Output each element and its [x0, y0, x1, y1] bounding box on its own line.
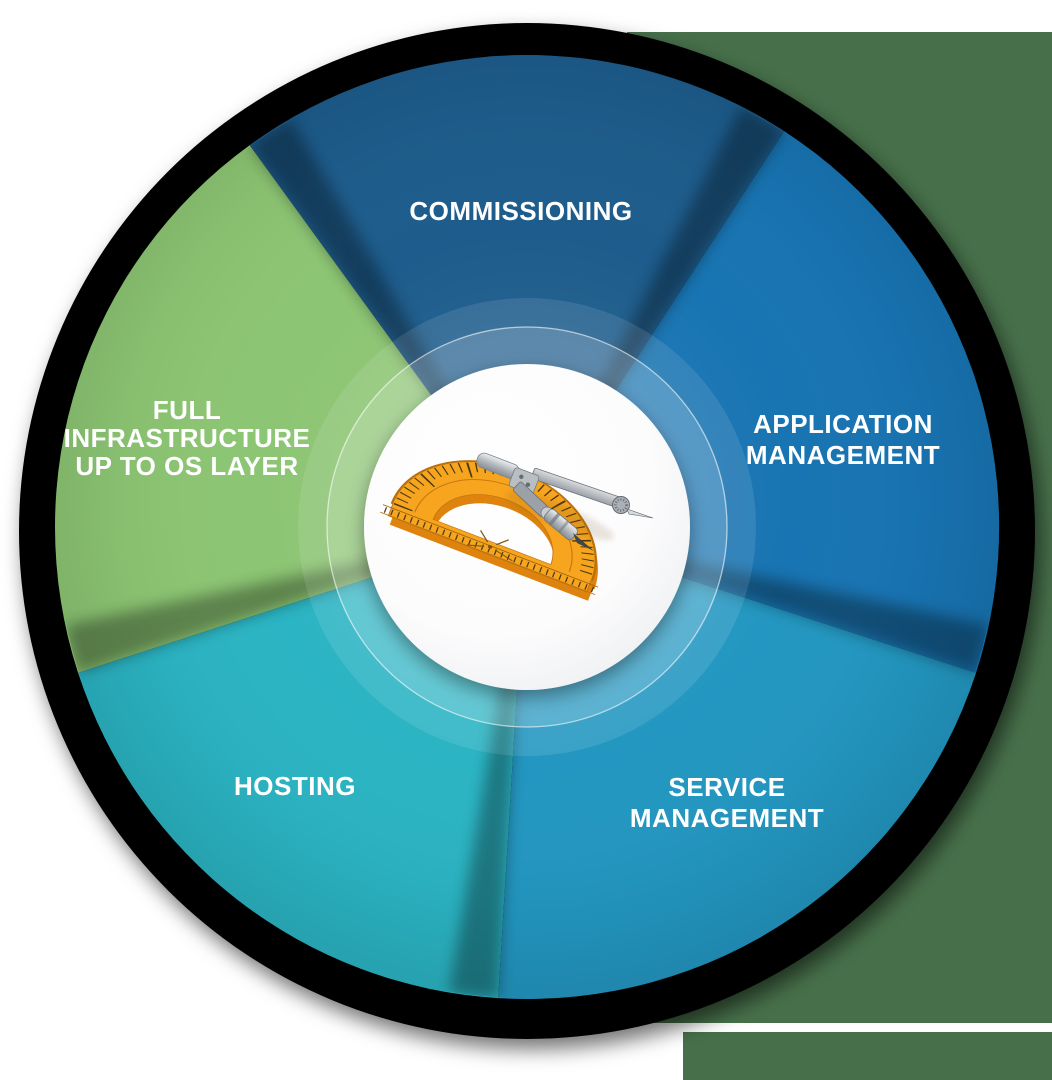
segment-labels: COMMISSIONING APPLICATION MANAGEMENT SER…	[64, 196, 940, 833]
protractor-origin-mark	[466, 530, 513, 562]
segment-label-infrastructure-line3: UP TO OS LAYER	[75, 451, 298, 481]
segment-label-hosting: HOSTING	[234, 771, 356, 801]
segment-label-infrastructure-line1: FULL	[153, 395, 221, 425]
hub-circle	[364, 364, 690, 690]
compass-icon	[476, 452, 654, 551]
segment-label-application-line1: APPLICATION	[753, 409, 933, 439]
segment-label-service-line2: MANAGEMENT	[630, 803, 824, 833]
segment-label-infrastructure-line2: INFRASTRUCTURE	[64, 423, 311, 453]
segment-label-service-line1: SERVICE	[668, 772, 785, 802]
segment-label-commissioning: COMMISSIONING	[409, 196, 632, 226]
segment-label-application-line2: MANAGEMENT	[746, 440, 940, 470]
green-panel-lower	[683, 1032, 1052, 1080]
